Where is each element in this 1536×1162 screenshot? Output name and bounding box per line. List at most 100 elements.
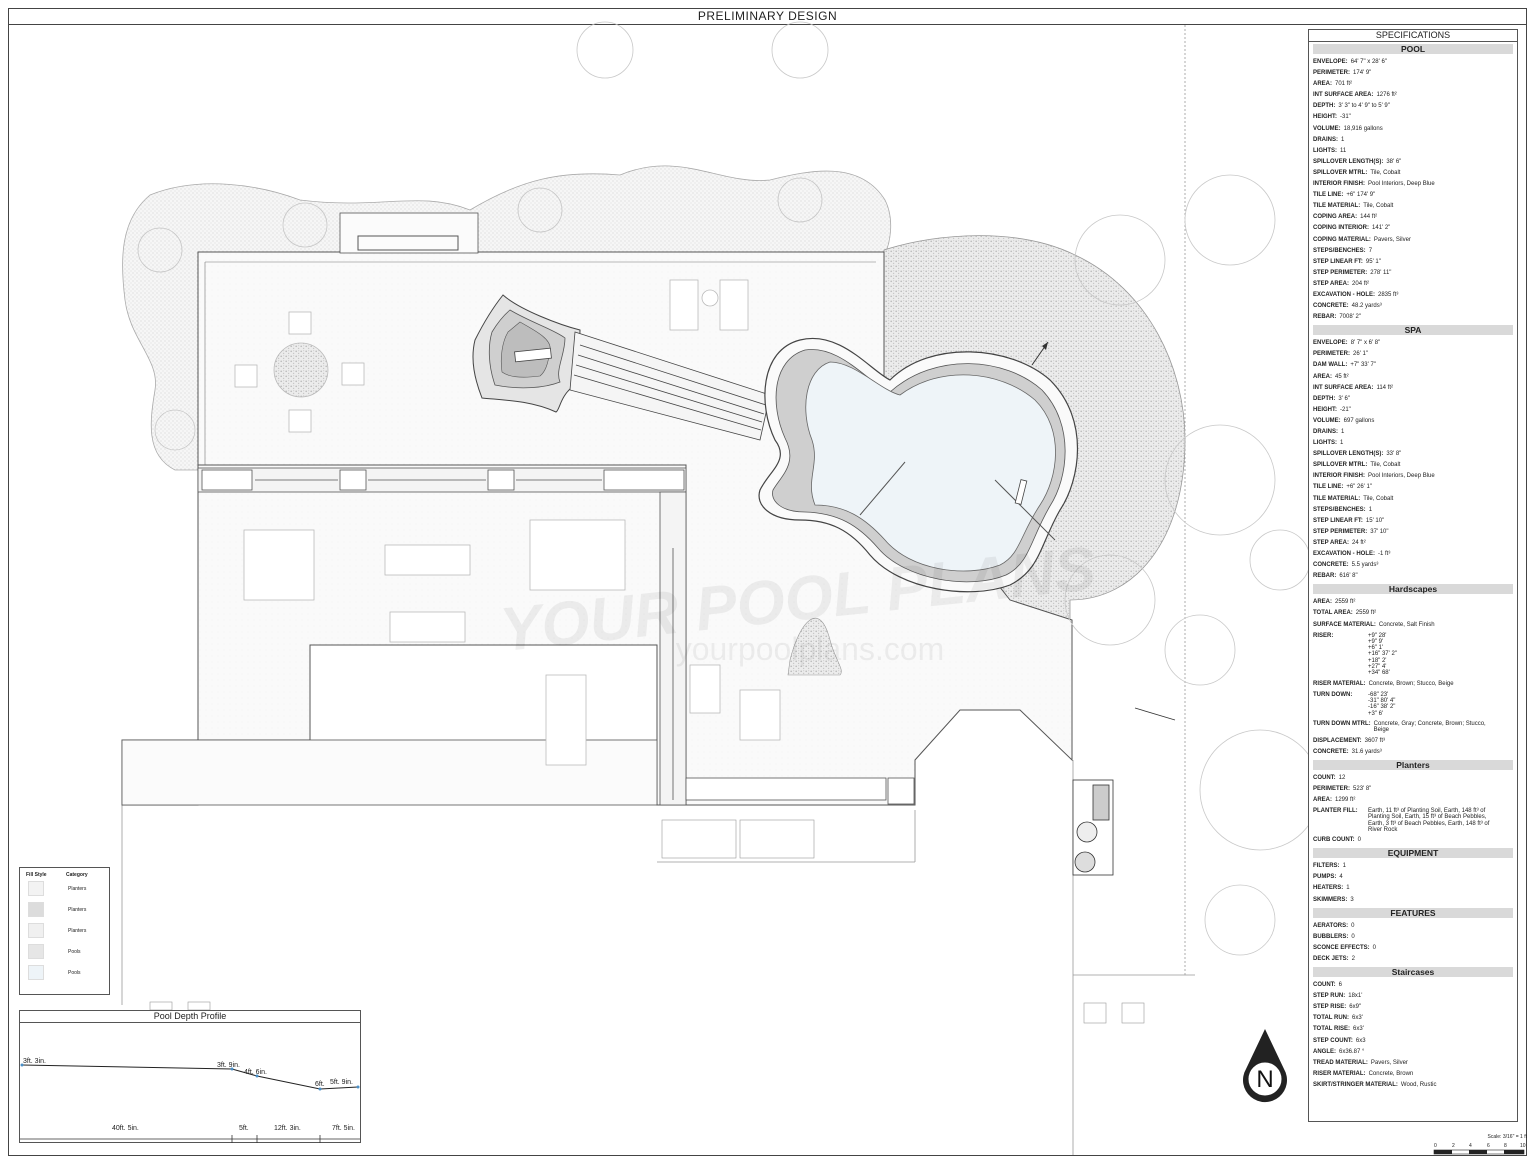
spec-key: DRAINS: [1313,136,1338,143]
profile-title: Pool Depth Profile [20,1011,360,1023]
spec-value: Wood, Rustic [1400,1081,1437,1088]
spec-value: 204 ft² [1352,280,1370,287]
spec-row: TURN DOWN MTRL:Concrete, Gray; Concrete,… [1313,719,1513,736]
spec-row: HEATERS:1 [1313,883,1513,894]
legend-swatch [28,923,44,938]
spec-row: ANGLE:6x36.87 ° [1313,1047,1513,1058]
spec-key: STEP LINEAR FT: [1313,517,1363,524]
spec-key: ENVELOPE: [1313,340,1348,347]
spec-value: 95' 1" [1365,258,1381,265]
depth-label: 3ft. 3in. [23,1058,46,1065]
spec-value: 3' 3" to 4' 9" to 5' 9" [1338,103,1390,110]
spec-row: STEPS/BENCHES:7 [1313,246,1513,257]
legend-row: Planters [20,878,109,899]
scale-tick: 8 [1504,1143,1507,1149]
spec-value: Concrete, Salt Finish [1378,621,1435,628]
spec-row: SPILLOVER MTRL:Tile, Cobalt [1313,168,1513,179]
spec-value: 174' 9" [1353,70,1372,77]
spec-row: CONCRETE:48.2 yards³ [1313,301,1513,312]
spec-value: 38' 6" [1386,158,1402,165]
spec-value: 6x3 [1355,1037,1366,1044]
legend-swatch [28,881,44,896]
spec-value: 0 [1357,837,1362,844]
legend-row: Pools [20,962,109,983]
spec-value: 278' 11" [1370,269,1392,276]
spec-value: 6 [1338,982,1343,989]
scale-tick: 2 [1452,1143,1455,1149]
spec-value: 4 [1339,874,1343,881]
spec-value: 1 [1346,885,1350,892]
spec-section-header: Staircases [1313,967,1513,978]
spec-key: COUNT: [1313,774,1336,781]
spec-value: Pool Interiors, Deep Blue [1368,181,1435,188]
spec-row: STEP AREA:204 ft² [1313,279,1513,290]
spec-row: COPING AREA:144 ft² [1313,212,1513,223]
spec-value: 6x3' [1353,1026,1364,1033]
spec-row: CONCRETE:31.6 yards³ [1313,747,1513,758]
spec-row: REBAR:7008' 2" [1313,312,1513,323]
scale-tick: 4 [1469,1143,1472,1149]
spec-key: DECK JETS: [1313,955,1349,962]
spec-value: Concrete, Gray; Concrete, Brown; Stucco,… [1373,720,1486,734]
spec-key: PERIMETER: [1313,785,1351,792]
spec-key: BUBBLERS: [1313,933,1349,940]
spec-row: INT SURFACE AREA:114 ft² [1313,383,1513,394]
spa [472,294,581,413]
spec-row: ENVELOPE:8' 7" x 6' 8" [1313,338,1513,349]
spec-key: TREAD MATERIAL: [1313,1059,1368,1066]
spec-value: 45 ft² [1335,373,1349,380]
spec-key: FILTERS: [1313,863,1340,870]
spec-value: Pool Interiors, Deep Blue [1368,473,1435,480]
spec-key: RISER MATERIAL: [1313,680,1366,687]
spec-value: 7008' 2" [1339,314,1361,321]
spec-row: CONCRETE:5.5 yards³ [1313,560,1513,571]
spec-key: STEP AREA: [1313,539,1350,546]
spec-value: 144 ft² [1360,214,1378,221]
spec-row: LIGHTS:11 [1313,146,1513,157]
spec-row: SPILLOVER LENGTH(S):38' 6" [1313,157,1513,168]
spec-row: STEP LINEAR FT:15' 10" [1313,516,1513,527]
scale-tick: 10 [1520,1143,1526,1149]
spec-row: TOTAL RISE:6x3' [1313,1024,1513,1035]
spec-row: PERIMETER:523' 8" [1313,784,1513,795]
spec-value: 3' 6" [1338,395,1350,402]
spec-key: REBAR: [1313,314,1337,321]
spec-row: TREAD MATERIAL:Pavers, Silver [1313,1058,1513,1069]
spec-value: 616' 8" [1339,573,1358,580]
spec-value: 1 [1342,863,1346,870]
legend-swatch [28,944,44,959]
spec-section-header: EQUIPMENT [1313,848,1513,859]
spec-row: DISPLACEMENT:3607 ft³ [1313,736,1513,747]
spec-row: SPILLOVER LENGTH(S):33' 8" [1313,449,1513,460]
spec-row: FILTERS:1 [1313,861,1513,872]
spec-value: 0 [1372,944,1377,951]
spec-key: SPILLOVER MTRL: [1313,169,1368,176]
length-label: 7ft. 5in. [332,1125,355,1132]
spec-row: DECK JETS:2 [1313,954,1513,965]
scale-ruler: 0 2 4 6 8 10 [1433,1143,1526,1155]
spec-row: RISER MATERIAL:Concrete, Brown [1313,1069,1513,1080]
spec-key: STEP COUNT: [1313,1037,1353,1044]
spec-value: 1299 ft² [1335,796,1356,803]
spec-row: EXCAVATION - HOLE:2835 ft³ [1313,290,1513,301]
legend-category: Planters [68,885,87,892]
spec-key: STEP PERIMETER: [1313,528,1368,535]
spec-key: AERATORS: [1313,922,1349,929]
spec-row: STEP LINEAR FT:95' 1" [1313,257,1513,268]
legend-category: Planters [68,927,87,934]
spa-step-north [339,212,479,254]
fire-pit [787,617,842,676]
spec-value: -31" [1340,114,1351,121]
spec-row: COPING INTERIOR:141' 2" [1313,223,1513,234]
spec-row: DEPTH:3' 6" [1313,394,1513,405]
spec-key: INTERIOR FINISH: [1313,181,1365,188]
length-label: 12ft. 3in. [274,1125,301,1132]
spec-key: TILE MATERIAL: [1313,203,1361,210]
spec-value: 6x36.87 ° [1339,1048,1365,1055]
spec-value: 31.6 yards³ [1351,748,1382,755]
spec-value: 1276 ft² [1376,92,1397,99]
spec-key: CONCRETE: [1313,303,1349,310]
spec-value: Tile, Cobalt [1370,462,1401,469]
planter-wall-row [197,467,915,806]
